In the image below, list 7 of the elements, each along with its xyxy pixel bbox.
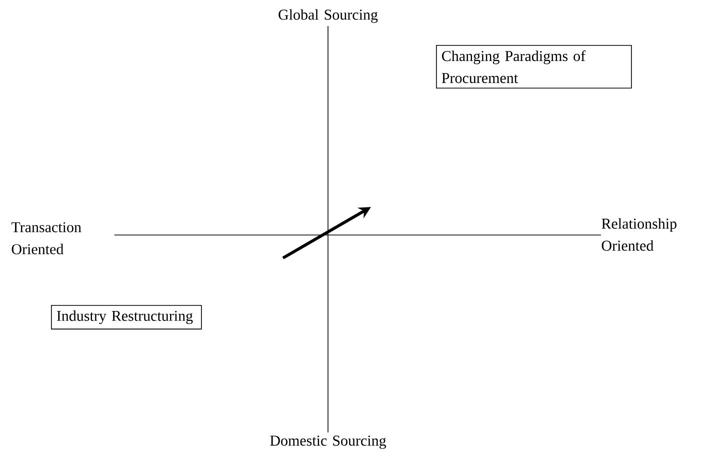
text-box: Industry Restructuring — [51, 305, 202, 330]
axis-label: Transaction Oriented — [11, 222, 82, 254]
axis-label: Global Sourcing — [278, 9, 378, 23]
text-box: Changing Paradigms of Procurement — [436, 45, 632, 88]
axis-line — [114, 234, 602, 236]
axis-label: Domestic Sourcing — [270, 436, 386, 449]
axis-label: Relationship Oriented — [602, 218, 676, 251]
